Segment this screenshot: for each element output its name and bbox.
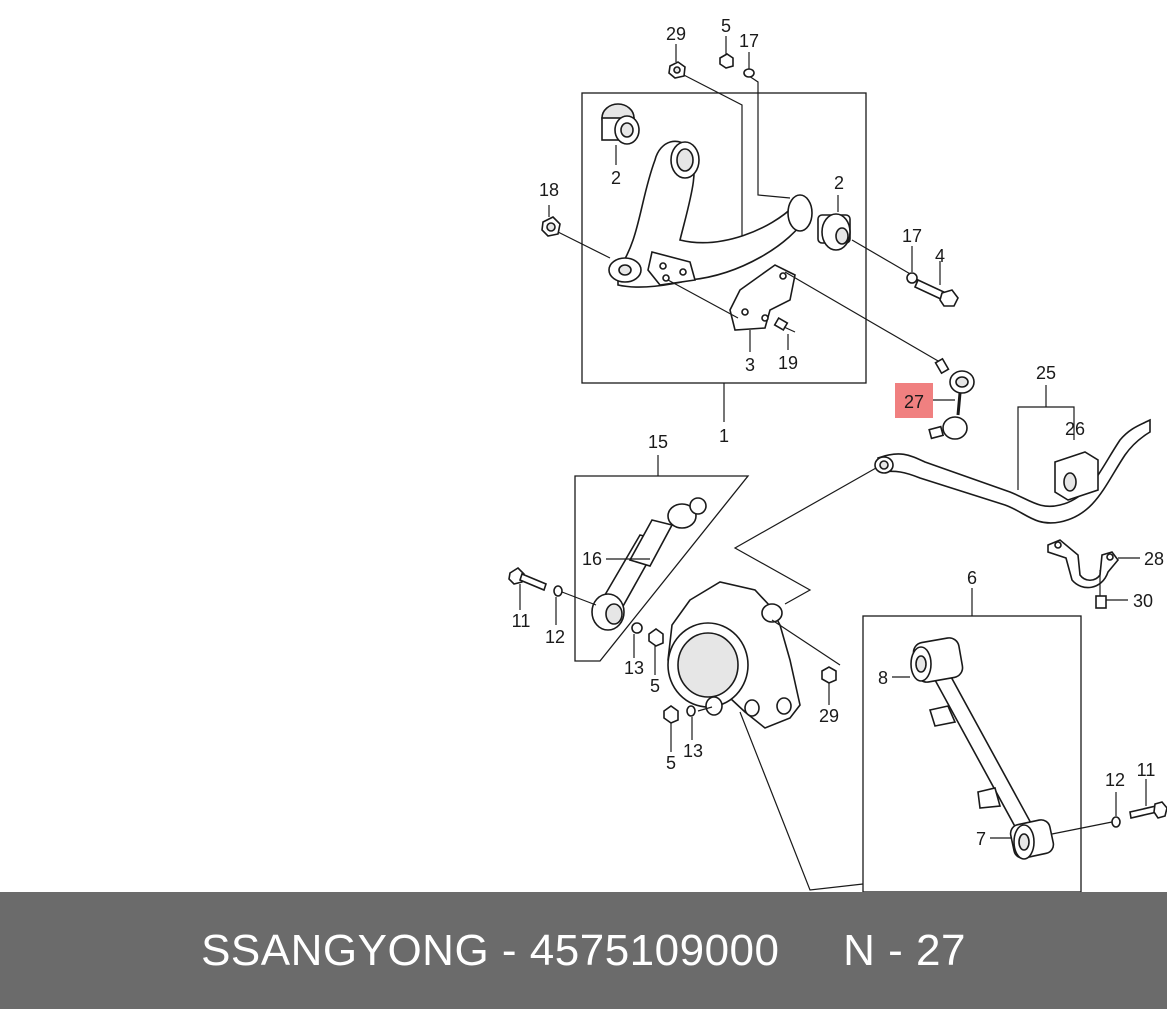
washer-17-right [906, 272, 918, 284]
callout-27: 27 [904, 392, 924, 412]
nut-5-mid [648, 628, 664, 647]
callout-5-mid: 5 [650, 676, 660, 696]
callout-11-left: 11 [512, 611, 531, 631]
callout-29-top: 29 [666, 24, 686, 44]
callout-17-right: 17 [902, 226, 922, 246]
callout-5-top: 5 [721, 16, 731, 36]
toe-link-group-frame [574, 475, 750, 662]
callout-12-left: 12 [545, 627, 565, 647]
stabilizer-bar-25 [874, 418, 1151, 524]
callout-4: 4 [935, 246, 945, 266]
callout-17-top: 17 [739, 31, 759, 51]
callout-29-mid: 29 [819, 706, 839, 726]
stabilizer-clamp-28 [1047, 539, 1120, 589]
callout-3: 3 [745, 355, 755, 375]
bushing-7 [1009, 819, 1055, 860]
callout-25: 25 [1036, 363, 1056, 383]
washer-13-lower [686, 705, 696, 717]
callout-6: 6 [967, 568, 977, 588]
callout-30: 30 [1133, 591, 1153, 611]
callout-13-lower: 13 [683, 741, 703, 761]
callout-18: 18 [539, 180, 559, 200]
stabilizer-bushing-26 [1054, 451, 1099, 501]
washer-13-upper [631, 622, 643, 634]
nut-29-mid [821, 666, 837, 684]
callout-8: 8 [878, 668, 888, 688]
part-info-text: SSANGYONG - 4575109000 N - 27 [201, 925, 966, 975]
nut-29-top [668, 61, 686, 79]
callout-27-highlight [895, 383, 933, 418]
callout-15: 15 [648, 432, 668, 452]
rear-knuckle [667, 581, 801, 729]
nut-5-lower [663, 705, 679, 724]
callout-7: 7 [976, 829, 986, 849]
callout-28: 28 [1144, 549, 1164, 569]
callout-12-right: 12 [1105, 770, 1125, 790]
toe-link-16 [591, 497, 707, 631]
callout-11-right: 11 [1137, 760, 1156, 780]
callout-1: 1 [719, 426, 729, 446]
callout-13-upper: 13 [624, 658, 644, 678]
bushing-2-left [601, 103, 640, 145]
upper-control-arm [608, 140, 813, 288]
bolt-11-right [1129, 801, 1167, 819]
washer-17-top [743, 68, 755, 78]
bolt-19 [773, 316, 796, 333]
bolt-4 [913, 278, 959, 307]
lower-arm [928, 674, 1034, 834]
nut-5-top [719, 53, 734, 69]
nut-18 [541, 216, 561, 237]
bushing-2-right [817, 213, 851, 251]
bolt-11-left [508, 566, 547, 592]
bushing-8 [910, 637, 964, 683]
callout-16: 16 [582, 549, 602, 569]
callout-2-right: 2 [834, 173, 844, 193]
bracket-3 [729, 264, 796, 331]
washer-12-right [1111, 816, 1121, 828]
washer-12-left [553, 585, 563, 597]
part-info-footer: SSANGYONG - 4575109000 N - 27 [0, 892, 1167, 1009]
callout-2-left: 2 [611, 168, 621, 188]
callout-19: 19 [778, 353, 798, 373]
callout-5-lower: 5 [666, 753, 676, 773]
callout-26: 26 [1065, 419, 1085, 439]
stabilizer-link-27 [928, 357, 975, 440]
bolt-30 [1095, 595, 1107, 609]
exploded-parts-diagram: 29 5 17 18 2 2 17 4 3 19 1 27 25 26 15 1… [508, 16, 1167, 892]
